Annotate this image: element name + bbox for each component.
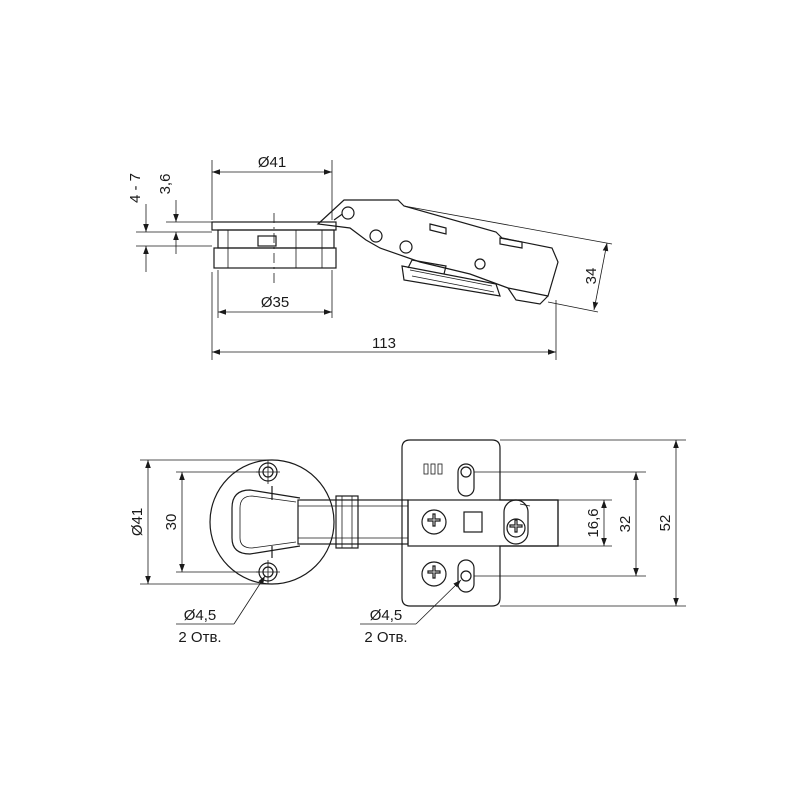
top-cup bbox=[209, 459, 335, 585]
dim-flange-label: 3,6 bbox=[157, 174, 174, 195]
dim-depth-range-label: 4 - 7 bbox=[127, 173, 144, 203]
side-view: Ø41 Ø35 113 34 4 - 7 3,6 bbox=[127, 154, 613, 360]
dim-cup-top-label: Ø41 bbox=[258, 154, 286, 171]
side-arm bbox=[316, 199, 559, 305]
side-labels: Ø41 Ø35 113 34 4 - 7 3,6 bbox=[127, 154, 600, 352]
top-view: Ø41 30 52 32 16,6 Ø4,5 2 Отв. Ø4,5 2 Отв… bbox=[129, 439, 686, 646]
dim-plate-small-label: 16,6 bbox=[585, 508, 602, 537]
dim-height-label: 34 bbox=[583, 268, 600, 285]
dim-cup-diameter-label: Ø41 bbox=[129, 508, 146, 536]
cup-hole-count: 2 Отв. bbox=[178, 629, 221, 646]
plate-hole-count: 2 Отв. bbox=[364, 629, 407, 646]
dim-total-length-label: 113 bbox=[372, 335, 396, 352]
cup-hole-label: Ø4,5 bbox=[184, 607, 217, 624]
top-plate bbox=[401, 439, 559, 607]
plate-hole-label: Ø4,5 bbox=[370, 607, 403, 624]
dim-plate-mid-label: 32 bbox=[617, 516, 634, 533]
top-labels: Ø41 30 52 32 16,6 Ø4,5 2 Отв. Ø4,5 2 Отв… bbox=[129, 508, 674, 646]
dim-cup-holes-label: 30 bbox=[163, 514, 180, 531]
dim-plate-height-label: 52 bbox=[657, 515, 674, 532]
top-dimensions bbox=[140, 439, 686, 625]
side-cup bbox=[211, 213, 337, 284]
dim-cup-bottom-label: Ø35 bbox=[261, 294, 289, 311]
top-arm bbox=[297, 495, 559, 549]
side-dimensions bbox=[136, 160, 613, 360]
